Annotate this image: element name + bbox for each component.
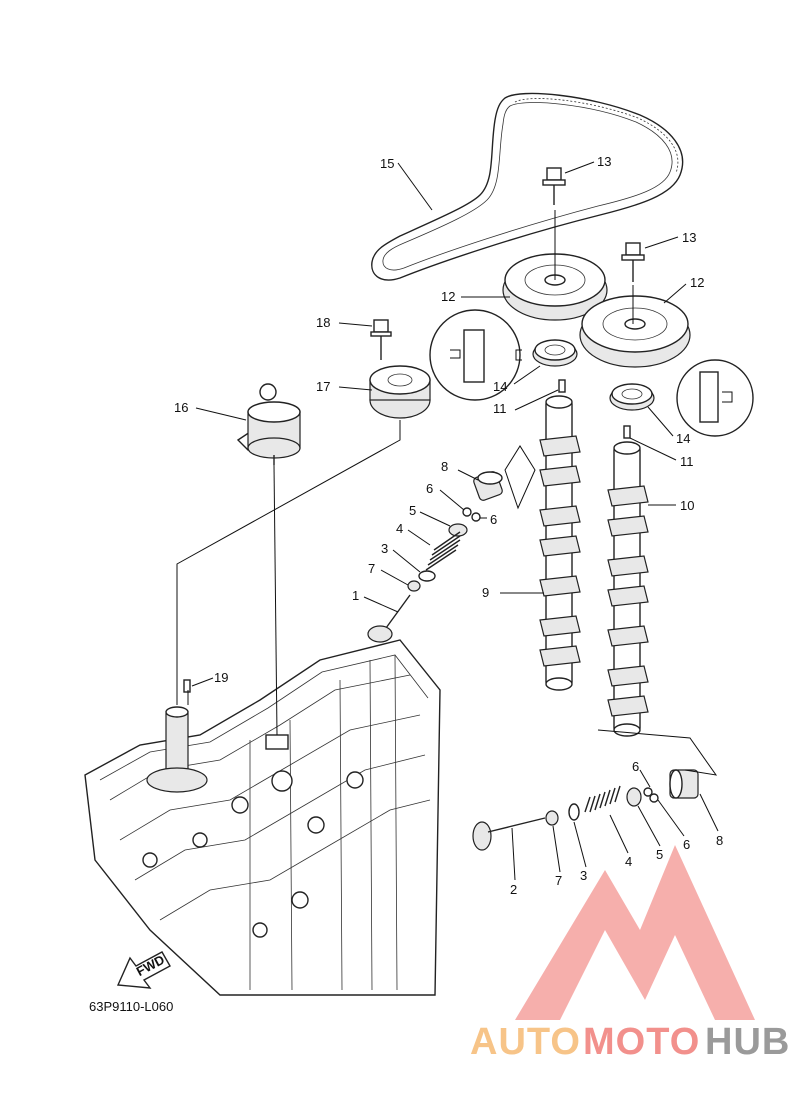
seal-detail-bubble-right xyxy=(676,359,754,437)
callout-6-upper-b: 6 xyxy=(490,512,497,527)
valve-seal-upper xyxy=(407,580,421,592)
callout-7-upper: 7 xyxy=(368,561,375,576)
callout-11-left: 11 xyxy=(493,401,507,416)
callout-12-right: 12 xyxy=(690,275,704,290)
idler-pulley xyxy=(369,365,431,430)
diagram-code: 63P9110-L060 xyxy=(89,999,173,1014)
callout-8-upper: 8 xyxy=(441,459,448,474)
timing-belt xyxy=(371,92,684,281)
callout-3-upper: 3 xyxy=(381,541,388,556)
callout-6-lower-a: 6 xyxy=(632,759,639,774)
camshaft-left xyxy=(539,395,581,691)
callout-8-lower: 8 xyxy=(716,833,723,848)
valve-spring-upper xyxy=(425,531,461,571)
callout-2: 2 xyxy=(510,882,517,897)
callout-6-lower-b: 6 xyxy=(683,837,690,852)
valve-cotters-lower xyxy=(643,787,659,803)
valve-retainer-lower xyxy=(626,787,642,807)
dowel-pin-19 xyxy=(183,679,191,693)
watermark-auto: AUTO xyxy=(470,1021,581,1063)
spring-seat-lower xyxy=(568,803,580,821)
callout-11-right: 11 xyxy=(680,454,694,469)
spring-seat-upper xyxy=(418,570,436,582)
exhaust-valve xyxy=(472,817,546,851)
callout-13-lower: 13 xyxy=(682,230,696,245)
valve-retainer-upper xyxy=(448,523,468,537)
fwd-arrow: FWD xyxy=(116,951,171,989)
callout-17: 17 xyxy=(316,379,330,394)
callout-13-upper: 13 xyxy=(597,154,611,169)
valve-lifter-upper xyxy=(473,471,503,501)
callout-6-upper-a: 6 xyxy=(426,481,433,496)
callout-15: 15 xyxy=(380,156,394,171)
camshaft-sprocket-right xyxy=(579,285,691,368)
callout-3-lower: 3 xyxy=(580,868,587,883)
camshaft-sprocket-left xyxy=(502,210,608,321)
callout-10: 10 xyxy=(680,498,694,513)
callout-4-upper: 4 xyxy=(396,521,403,536)
automotohub-logo-icon xyxy=(515,845,755,1020)
callout-9: 9 xyxy=(482,585,489,600)
pulley-bolt xyxy=(370,319,392,360)
callout-5-upper: 5 xyxy=(409,503,416,518)
block-mount-boss xyxy=(265,734,289,750)
callout-4-lower: 4 xyxy=(625,854,632,869)
cylinder-head xyxy=(84,639,441,996)
dowel-pin-left xyxy=(558,379,566,393)
callout-16: 16 xyxy=(174,400,188,415)
oil-seal-left xyxy=(532,339,578,367)
camshaft-right xyxy=(607,441,649,737)
sprocket-bolt-lower xyxy=(621,242,645,282)
callout-19: 19 xyxy=(214,670,228,685)
callout-14-left: 14 xyxy=(493,379,507,394)
callout-7-lower: 7 xyxy=(555,873,562,888)
belt-tensioner xyxy=(236,383,301,465)
callout-18: 18 xyxy=(316,315,330,330)
dowel-pin-right xyxy=(623,425,631,439)
tensioner-post xyxy=(146,706,208,793)
watermark-hub: HUB xyxy=(705,1021,790,1063)
lifter-guide-lines-upper xyxy=(504,445,536,510)
valve-seal-lower xyxy=(545,810,559,826)
lifter-guide-lines-lower xyxy=(597,729,718,776)
callout-5-lower: 5 xyxy=(656,847,663,862)
valve-lifter-lower xyxy=(669,769,699,799)
seal-detail-bubble-left xyxy=(429,309,522,401)
callout-12-left: 12 xyxy=(441,289,455,304)
watermark-text: AUTO MOTO HUB xyxy=(470,1021,790,1063)
callout-1: 1 xyxy=(352,588,359,603)
callout-labels: 15 13 13 12 12 18 17 16 14 14 11 11 10 9… xyxy=(174,154,723,897)
sprocket-bolt-upper xyxy=(542,167,566,205)
oil-seal-right xyxy=(609,383,655,411)
leader-lines xyxy=(176,161,719,881)
valve-cotters-upper xyxy=(462,507,481,522)
callout-14-right: 14 xyxy=(676,431,690,446)
valve-spring-lower xyxy=(584,785,621,813)
watermark-moto: MOTO xyxy=(583,1021,700,1063)
